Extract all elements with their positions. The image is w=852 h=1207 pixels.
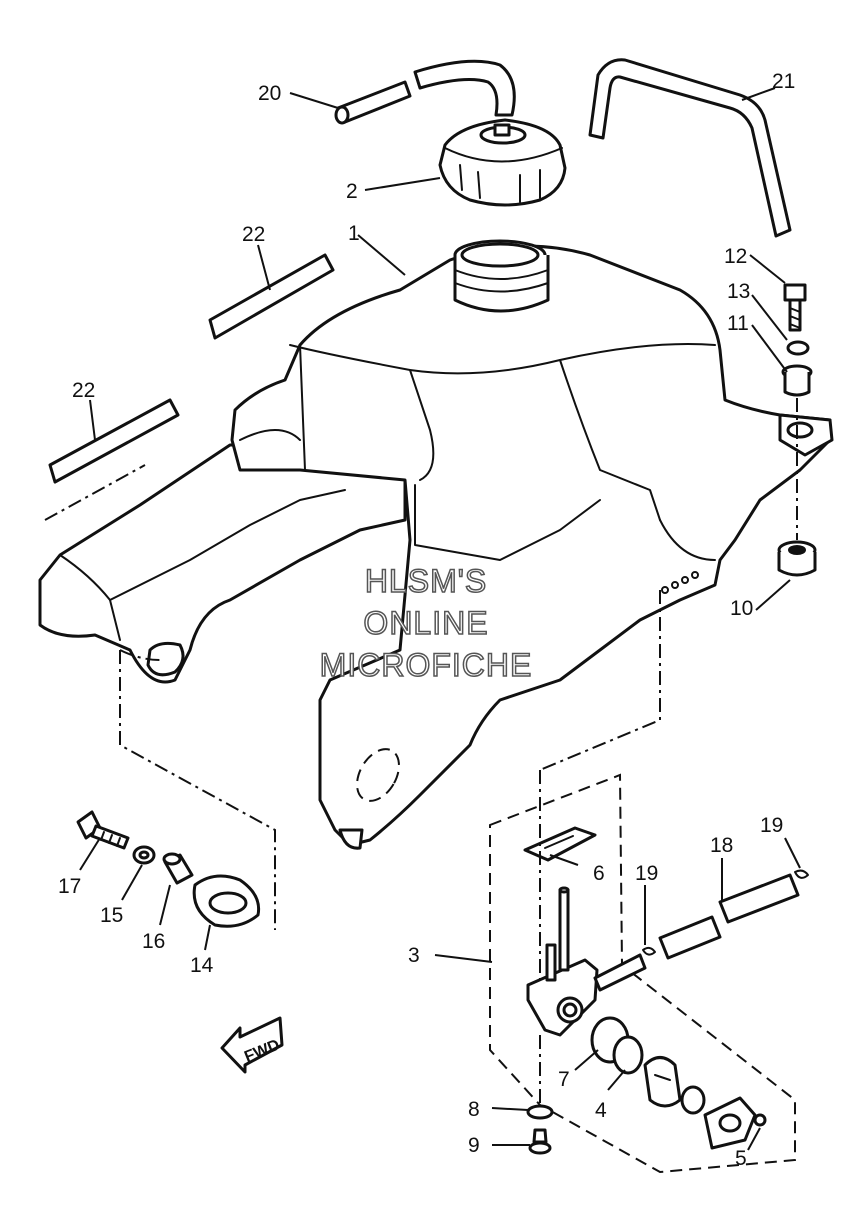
front-mount-hardware bbox=[76, 649, 276, 930]
callout-20: 20 bbox=[258, 82, 281, 105]
callout-14: 14 bbox=[190, 954, 214, 977]
callout-2: 2 bbox=[346, 180, 358, 203]
callout-4: 4 bbox=[595, 1099, 607, 1122]
callout-13: 13 bbox=[727, 280, 750, 303]
callout-22a: 22 bbox=[242, 223, 265, 246]
callout-1: 1 bbox=[348, 222, 360, 245]
tank-band bbox=[588, 58, 792, 238]
damper-strips bbox=[44, 253, 335, 521]
fuel-cock-assembly bbox=[489, 590, 809, 1174]
callout-21: 21 bbox=[772, 70, 795, 93]
callout-18: 18 bbox=[710, 834, 733, 857]
callout-22b: 22 bbox=[72, 379, 95, 402]
callout-6: 6 bbox=[593, 862, 605, 885]
callout-10: 10 bbox=[730, 597, 753, 620]
callout-15: 15 bbox=[100, 904, 123, 927]
callout-12: 12 bbox=[724, 245, 747, 268]
callout-5: 5 bbox=[735, 1147, 747, 1170]
watermark-line-2: ONLINE bbox=[363, 605, 488, 641]
callout-3: 3 bbox=[408, 944, 420, 967]
watermark: HLSM'S ONLINE MICROFICHE bbox=[319, 562, 533, 684]
callout-9: 9 bbox=[468, 1134, 480, 1157]
callout-11: 11 bbox=[727, 312, 749, 335]
fuel-cap bbox=[438, 118, 567, 207]
callout-7: 7 bbox=[558, 1068, 570, 1091]
rear-mount-hardware bbox=[777, 283, 817, 577]
fwd-arrow: FWD bbox=[220, 1016, 284, 1074]
callout-8: 8 bbox=[468, 1098, 480, 1121]
callout-19a: 19 bbox=[635, 862, 658, 885]
fuel-tank bbox=[38, 239, 834, 850]
watermark-line-3: MICROFICHE bbox=[320, 647, 533, 683]
callout-16: 16 bbox=[142, 930, 165, 953]
watermark-line-1: HLSM'S bbox=[365, 563, 487, 599]
callout-labels: 1 2 3 4 5 6 7 8 9 10 11 12 13 14 15 16 1… bbox=[58, 70, 795, 1170]
callout-17: 17 bbox=[58, 875, 81, 898]
breather-hose bbox=[334, 59, 516, 125]
leader-lines bbox=[79, 87, 801, 1151]
callout-19b: 19 bbox=[760, 814, 783, 837]
